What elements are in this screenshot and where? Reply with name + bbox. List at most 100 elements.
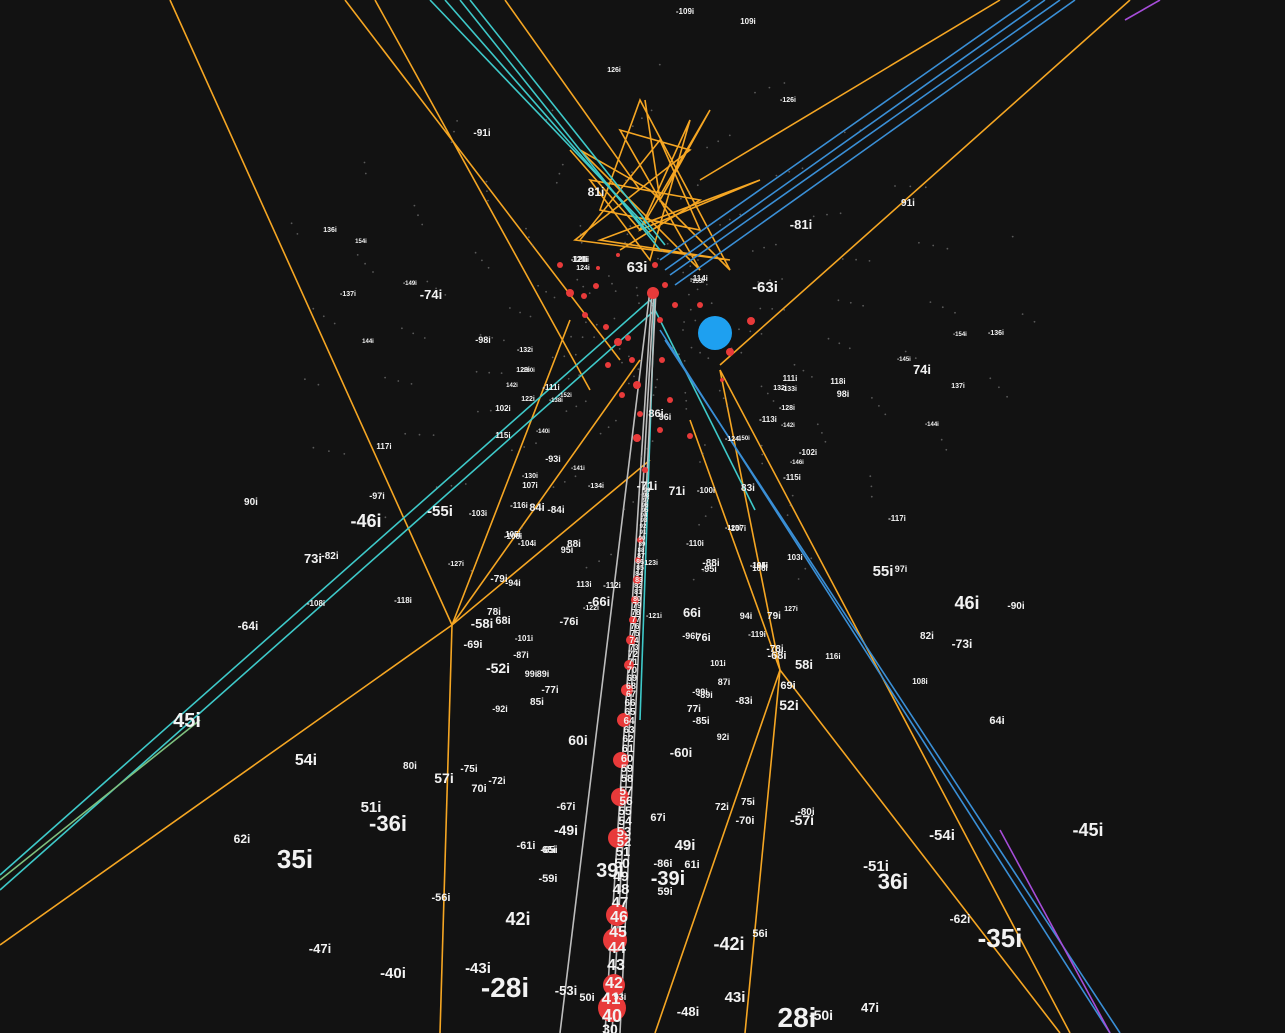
- graph-node[interactable]: [566, 289, 574, 297]
- graph-node[interactable]: [598, 994, 626, 1022]
- graph-node[interactable]: [606, 904, 628, 926]
- node-label: -95i: [701, 564, 717, 574]
- node-label: 137i: [951, 383, 965, 390]
- graph-node[interactable]: [603, 324, 609, 330]
- node-label: -56i: [432, 892, 451, 904]
- graph-node[interactable]: [647, 287, 659, 299]
- graph-node[interactable]: [687, 433, 693, 439]
- graph-node[interactable]: [605, 362, 611, 368]
- speckle-dot: [760, 333, 763, 335]
- speckle-dot: [435, 287, 437, 290]
- graph-node[interactable]: [596, 266, 600, 270]
- node-label: 36i: [878, 869, 909, 894]
- node-label: 98: [643, 493, 650, 499]
- node-label: 81: [634, 589, 642, 596]
- node-label: 42: [605, 975, 623, 992]
- graph-edge: [451, 319, 571, 626]
- speckle-dot: [474, 251, 477, 254]
- speckle-dot: [870, 495, 873, 498]
- graph-node[interactable]: [629, 357, 635, 363]
- graph-node[interactable]: [617, 713, 631, 727]
- speckle-dot: [418, 433, 421, 436]
- node-label: -49i: [554, 822, 578, 838]
- node-label: 97: [643, 498, 650, 504]
- node-label: 70: [627, 665, 637, 675]
- speckle-dot: [356, 254, 359, 256]
- graph-node[interactable]: [603, 928, 627, 952]
- graph-node[interactable]: [593, 283, 599, 289]
- speckle-dot: [843, 131, 846, 134]
- node-label: -54i: [929, 827, 955, 844]
- graph-node[interactable]: [697, 302, 703, 308]
- node-label: 46: [610, 909, 628, 926]
- speckle-dot: [489, 409, 492, 412]
- graph-node[interactable]: [621, 684, 633, 696]
- graph-node[interactable]: [603, 974, 625, 996]
- graph-node[interactable]: [616, 253, 620, 257]
- node-label: -101i: [515, 634, 533, 643]
- speckle-dot: [914, 357, 917, 359]
- node-label: -67i: [557, 801, 576, 813]
- graph-node[interactable]: [624, 660, 634, 670]
- graph-node[interactable]: [608, 828, 628, 848]
- graph-node[interactable]: [637, 537, 643, 543]
- node-label: 95: [642, 508, 649, 514]
- graph-node[interactable]: [629, 616, 637, 624]
- graph-node[interactable]: [625, 335, 631, 341]
- node-label: -80i: [797, 807, 814, 818]
- selected-node[interactable]: [698, 316, 732, 350]
- graph-node[interactable]: [633, 434, 641, 442]
- node-label: 79: [633, 601, 642, 610]
- speckle-dot: [838, 342, 841, 345]
- graph-node[interactable]: [720, 378, 724, 382]
- node-label: 136i: [323, 227, 337, 234]
- node-label: 106i: [752, 564, 768, 573]
- graph-node[interactable]: [619, 392, 625, 398]
- graph-edge: [699, 0, 1001, 181]
- speckle-dot: [626, 233, 629, 236]
- speckle-dot: [570, 335, 572, 338]
- node-label: 92i: [717, 732, 730, 742]
- speckle-dot: [614, 290, 617, 292]
- graph-node[interactable]: [611, 788, 629, 806]
- node-label: 82i: [920, 631, 934, 642]
- graph-node[interactable]: [642, 467, 648, 473]
- graph-node[interactable]: [613, 752, 629, 768]
- speckle-dot: [397, 380, 400, 382]
- graph-node[interactable]: [581, 293, 587, 299]
- graph-node[interactable]: [557, 262, 563, 268]
- graph-node[interactable]: [633, 576, 641, 584]
- graph-node[interactable]: [631, 596, 639, 604]
- node-label: 62i: [234, 832, 251, 846]
- speckle-dot: [837, 299, 840, 302]
- graph-node[interactable]: [662, 282, 668, 288]
- graph-node[interactable]: [652, 262, 658, 268]
- speckle-dot: [710, 506, 713, 509]
- node-label: 43i: [725, 989, 746, 1006]
- node-label: 86: [636, 559, 644, 566]
- speckle-dot: [848, 347, 851, 350]
- speckle-dot: [929, 301, 932, 303]
- node-label: 85i: [530, 697, 544, 708]
- graph-node[interactable]: [633, 381, 641, 389]
- graph-node[interactable]: [657, 317, 663, 323]
- node-label: -81i: [790, 217, 812, 232]
- graph-node[interactable]: [667, 397, 673, 403]
- node-label: 58: [621, 773, 633, 785]
- graph-node[interactable]: [637, 411, 643, 417]
- node-label: 111i: [783, 374, 798, 383]
- graph-node[interactable]: [659, 357, 665, 363]
- node-label: 132i: [773, 385, 787, 392]
- graph-node[interactable]: [626, 635, 636, 645]
- speckle-dot: [579, 233, 582, 236]
- graph-node[interactable]: [614, 338, 622, 346]
- graph-node[interactable]: [747, 317, 755, 325]
- graph-node[interactable]: [657, 427, 663, 433]
- speckle-dot: [705, 283, 708, 286]
- graph-node[interactable]: [672, 302, 678, 308]
- graph-node[interactable]: [635, 557, 641, 563]
- graph-node[interactable]: [582, 312, 588, 318]
- graph-node[interactable]: [726, 348, 734, 356]
- node-label: 67: [626, 689, 636, 699]
